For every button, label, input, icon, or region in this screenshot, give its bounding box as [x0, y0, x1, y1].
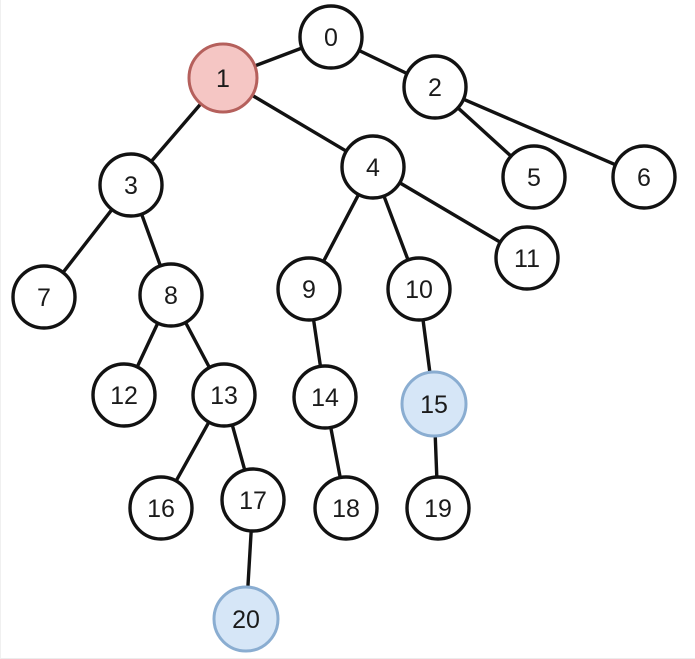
node-circle-19[interactable]: [405, 475, 471, 541]
node-circle-10[interactable]: [386, 256, 452, 322]
node-label-13: 13: [210, 382, 238, 410]
node-label-2: 2: [428, 74, 442, 102]
tree-node-20[interactable]: 20: [212, 585, 280, 653]
tree-edge-17-20: [246, 528, 253, 590]
tree-node-5[interactable]: 5: [501, 144, 567, 210]
node-circle-15[interactable]: [400, 370, 468, 438]
tree-node-7[interactable]: 7: [11, 264, 77, 330]
node-label-9: 9: [302, 276, 316, 304]
tree-edge-4-9: [321, 191, 361, 265]
tree-edge-4-10: [381, 193, 411, 263]
node-label-17: 17: [239, 487, 267, 515]
tree-edge-8-13: [183, 319, 212, 371]
node-label-20: 20: [232, 606, 260, 634]
tree-node-12[interactable]: 12: [91, 362, 157, 428]
tree-edge-2-5: [455, 105, 514, 159]
tree-edge-0-1: [252, 45, 305, 68]
tree-edge-2-6: [460, 97, 619, 167]
tree-node-14[interactable]: 14: [292, 364, 358, 430]
node-circle-18[interactable]: [313, 475, 379, 541]
tree-node-10[interactable]: 10: [386, 256, 452, 322]
node-label-10: 10: [405, 276, 433, 304]
node-label-12: 12: [110, 382, 138, 410]
node-label-18: 18: [332, 495, 360, 523]
node-circle-6[interactable]: [611, 144, 677, 210]
tree-edge-1-4: [249, 93, 349, 154]
tree-edge-4-11: [397, 180, 503, 245]
node-label-5: 5: [527, 164, 541, 192]
node-label-11: 11: [514, 245, 540, 273]
node-circle-16[interactable]: [128, 475, 194, 541]
node-label-0: 0: [324, 24, 338, 52]
tree-node-4[interactable]: 4: [340, 134, 406, 200]
tree-node-15[interactable]: 15: [400, 370, 468, 438]
tree-node-2[interactable]: 2: [402, 54, 468, 120]
node-label-6: 6: [637, 164, 651, 192]
tree-node-11[interactable]: 11: [494, 225, 560, 291]
node-circle-8[interactable]: [138, 262, 204, 328]
node-circle-2[interactable]: [402, 54, 468, 120]
node-circle-4[interactable]: [340, 134, 406, 200]
node-label-4: 4: [366, 154, 380, 182]
tree-node-8[interactable]: 8: [138, 262, 204, 328]
node-label-14: 14: [311, 384, 339, 412]
tree-node-1[interactable]: 1: [187, 42, 259, 114]
tree-edge-10-15: [421, 317, 432, 375]
node-circle-9[interactable]: [276, 256, 342, 322]
tree-node-6[interactable]: 6: [611, 144, 677, 210]
node-circle-13[interactable]: [191, 362, 257, 428]
tree-edge-8-12: [135, 320, 160, 370]
tree-edge-1-3: [148, 101, 204, 164]
tree-node-13[interactable]: 13: [191, 362, 257, 428]
node-label-7: 7: [37, 284, 51, 312]
node-circle-3[interactable]: [98, 152, 164, 218]
node-label-19: 19: [424, 495, 452, 523]
tree-edge-3-7: [60, 206, 115, 276]
tree-node-3[interactable]: 3: [98, 152, 164, 218]
node-label-15: 15: [420, 391, 448, 419]
tree-edge-14-18: [328, 424, 343, 481]
tree-edge-15-19: [433, 433, 439, 480]
node-circle-17[interactable]: [220, 467, 286, 533]
node-circle-14[interactable]: [292, 364, 358, 430]
node-circle-0[interactable]: [298, 4, 364, 70]
node-circle-20[interactable]: [212, 585, 280, 653]
node-label-3: 3: [124, 172, 138, 200]
tree-node-16[interactable]: 16: [128, 475, 194, 541]
node-circle-5[interactable]: [501, 144, 567, 210]
tree-edge-9-14: [311, 316, 323, 370]
tree-edge-0-2: [356, 48, 410, 76]
node-circle-12[interactable]: [91, 362, 157, 428]
node-label-1: 1: [216, 65, 230, 93]
tree-node-0[interactable]: 0: [298, 4, 364, 70]
tree-node-19[interactable]: 19: [405, 475, 471, 541]
tree-edge-13-16: [173, 419, 212, 484]
tree-edge-3-8: [139, 211, 163, 269]
node-circle-1[interactable]: [187, 42, 259, 114]
tree-node-9[interactable]: 9: [276, 256, 342, 322]
tree-edge-13-17: [230, 422, 247, 473]
node-circle-7[interactable]: [11, 264, 77, 330]
node-label-8: 8: [164, 282, 178, 310]
tree-node-18[interactable]: 18: [313, 475, 379, 541]
tree-node-17[interactable]: 17: [220, 467, 286, 533]
edge-layer: [60, 45, 619, 590]
node-label-16: 16: [147, 495, 175, 523]
node-circle-11[interactable]: [494, 225, 560, 291]
